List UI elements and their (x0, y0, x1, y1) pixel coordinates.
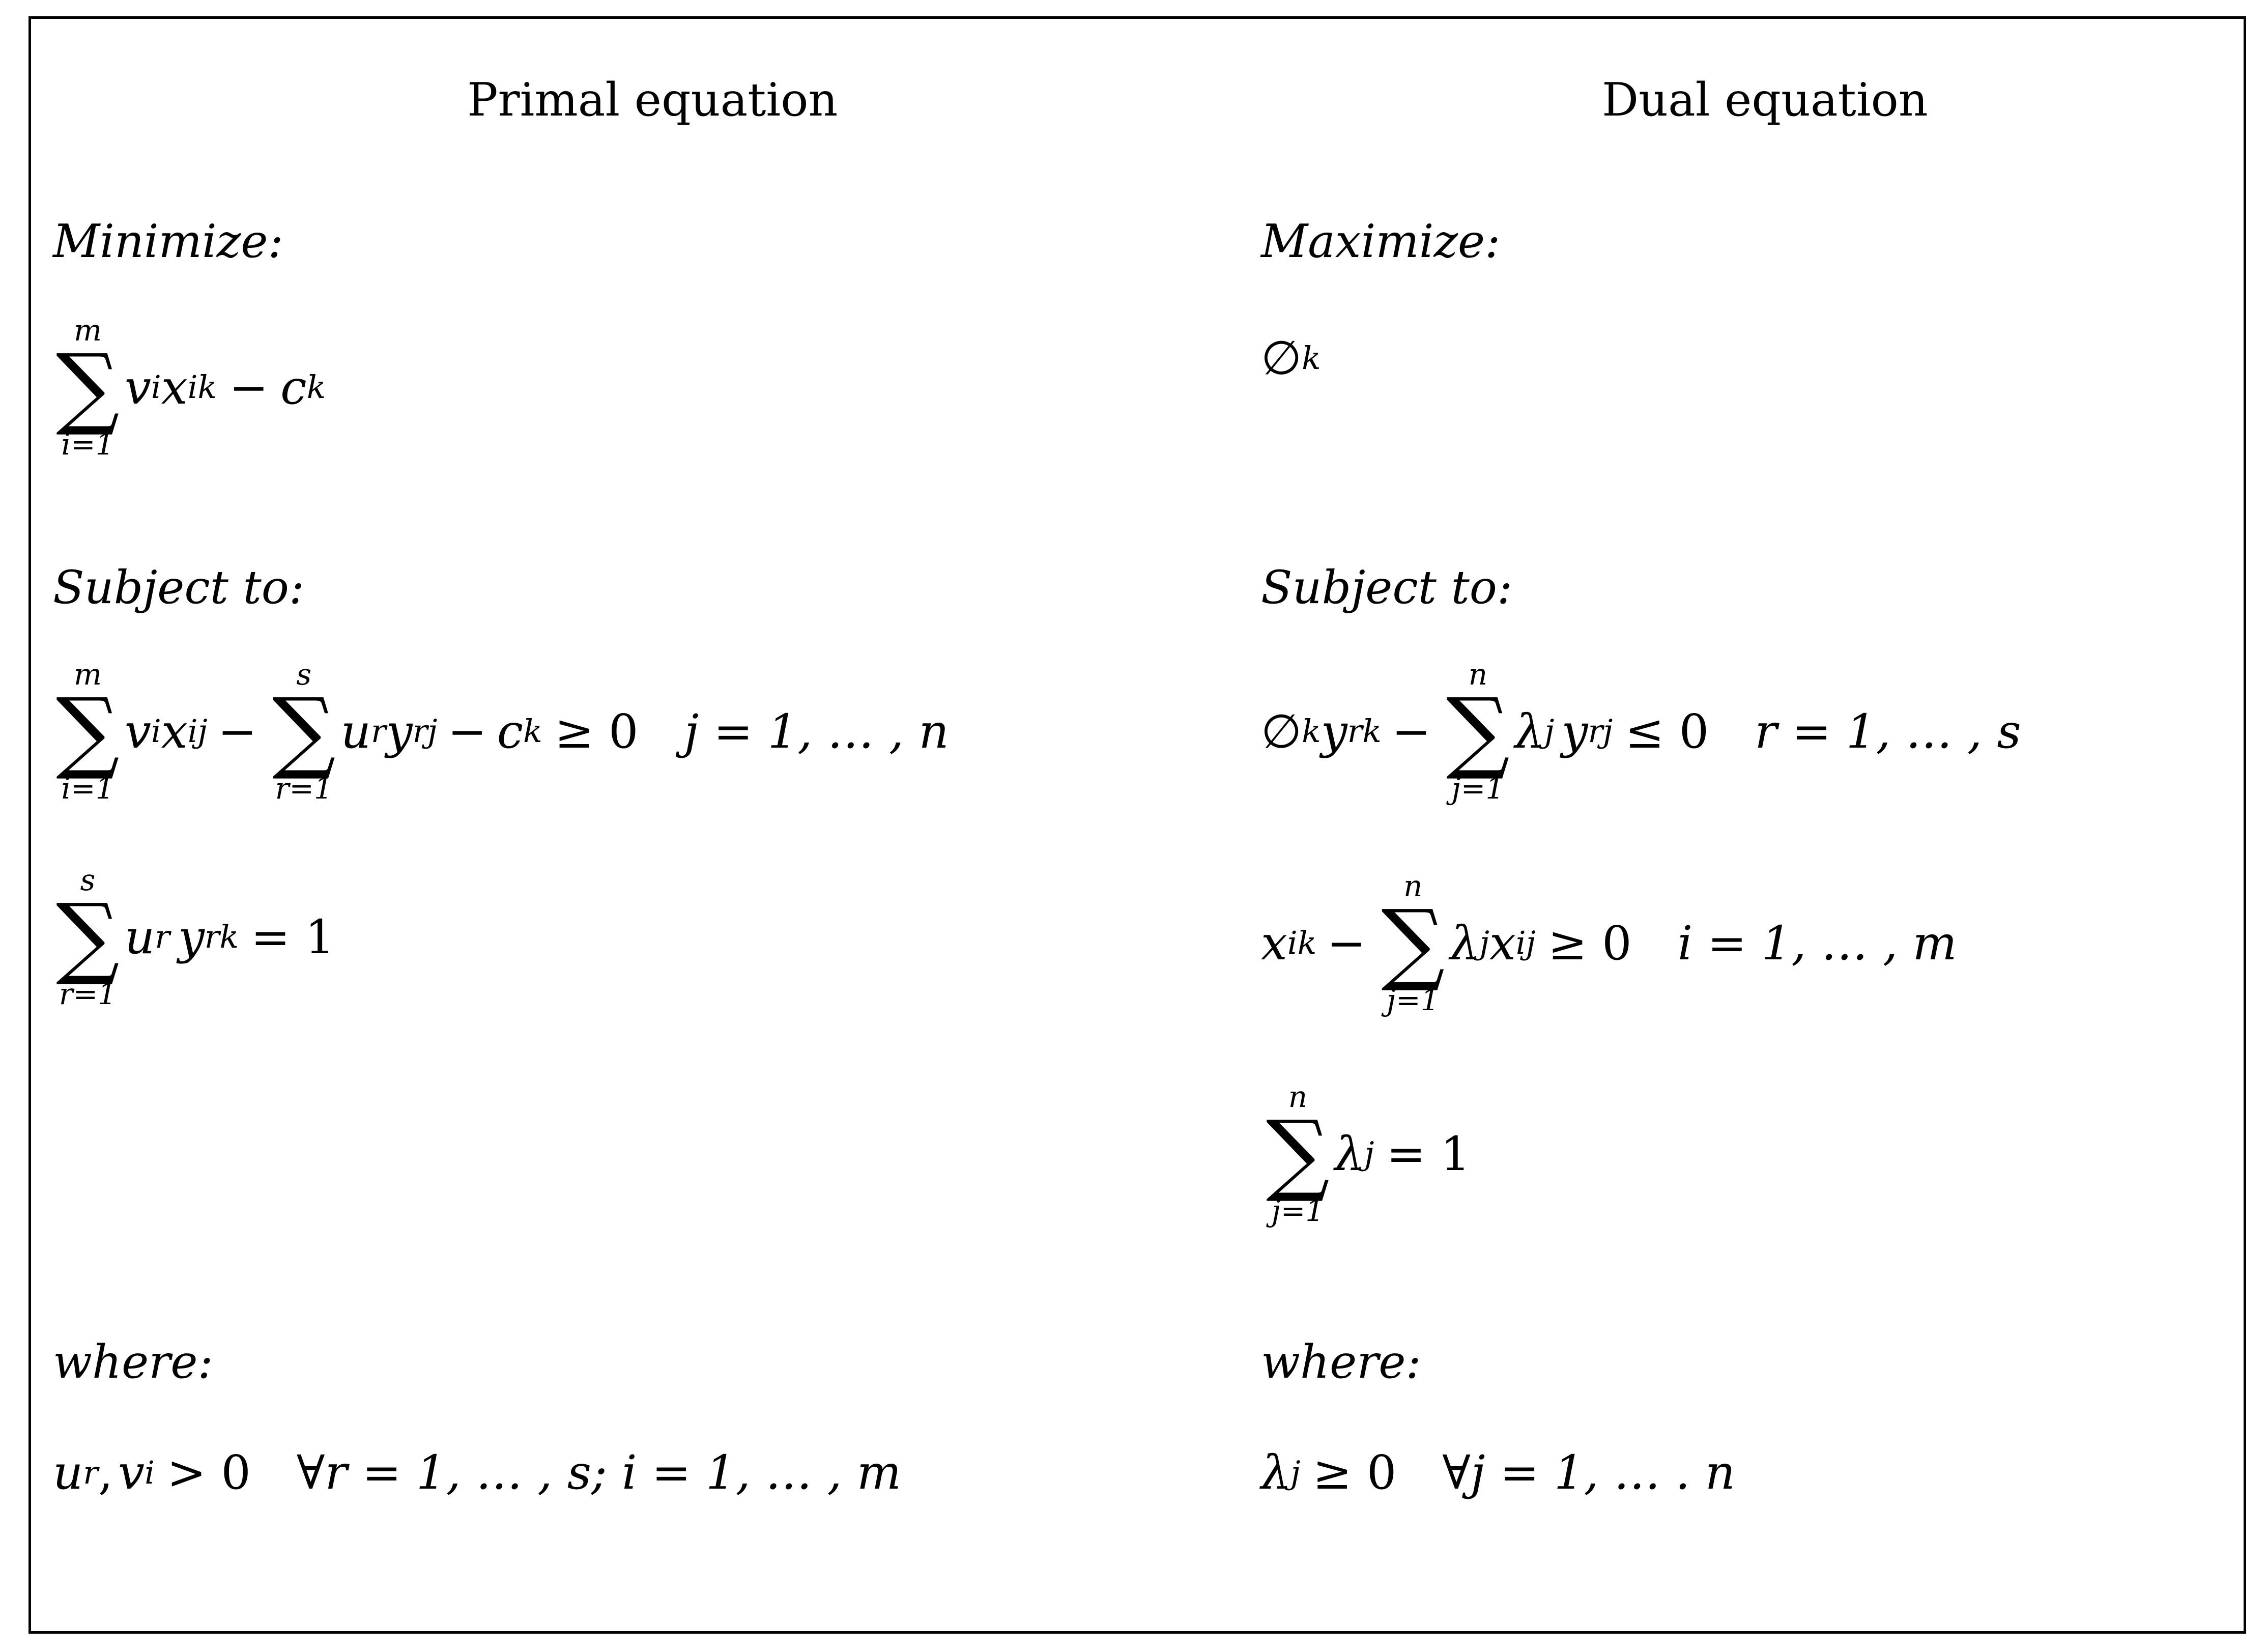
summation-symbol: m ∑ i=1 (56, 313, 120, 462)
primal-where-label: where: (53, 1335, 213, 1389)
dual-where-label: where: (1261, 1335, 1421, 1389)
dual-maximize-label: Maximize: (1261, 215, 1501, 268)
summation-symbol: n ∑ j=1 (1446, 657, 1510, 806)
summation-symbol: n ∑ j=1 (1381, 869, 1445, 1018)
dual-subject-label: Subject to: (1261, 561, 1513, 614)
summation-symbol: n ∑ j=1 (1266, 1079, 1330, 1229)
summation-symbol: m ∑ i=1 (56, 657, 120, 806)
primal-title: Primal equation (467, 73, 838, 127)
primal-subject-label: Subject to: (53, 561, 305, 614)
summation-symbol: s ∑ r=1 (272, 657, 336, 806)
page-frame (28, 16, 2246, 1634)
primal-minimize-label: Minimize: (53, 215, 283, 268)
dual-objective: ∅k (1261, 331, 1321, 385)
summation-symbol: s ∑ r=1 (56, 863, 120, 1012)
dual-title: Dual equation (1602, 73, 1928, 127)
